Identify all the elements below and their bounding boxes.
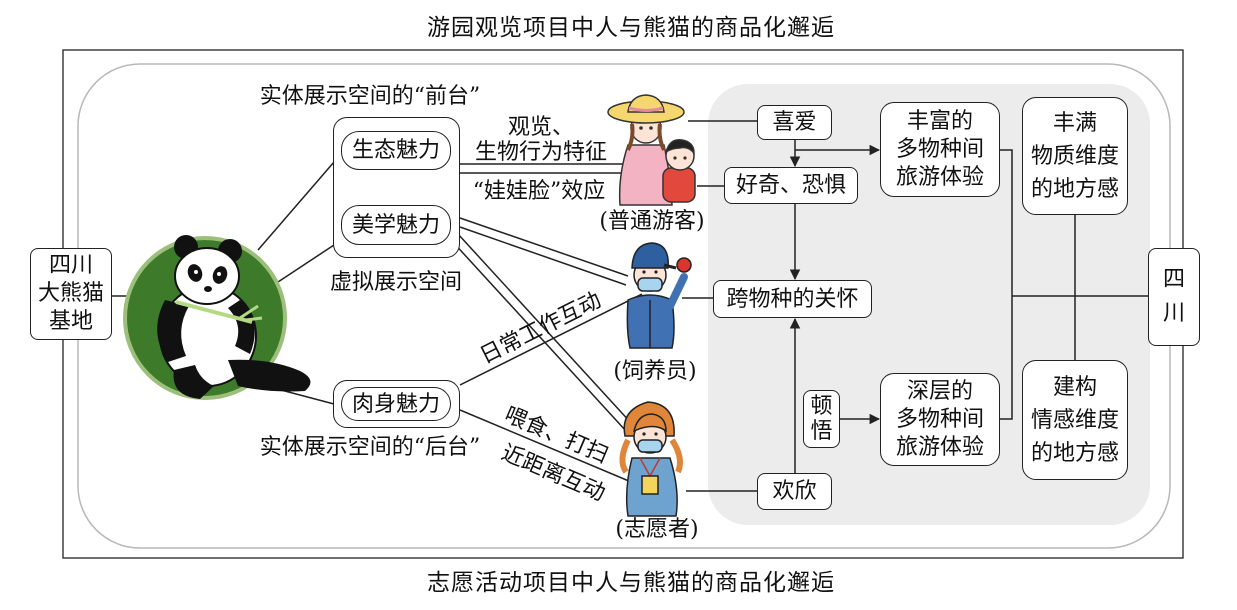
connector-aesthetic-volunteer-1 (457, 233, 633, 425)
emotional-place-line-2: 情感维度 (1030, 407, 1119, 433)
deep-experience-line-2: 多物种间 (895, 406, 984, 432)
connector-aesthetic-keeper-2 (459, 226, 627, 286)
material-place-line-3: 的地方感 (1030, 176, 1119, 202)
curious-fear-label: 好奇、恐惧 (735, 173, 846, 198)
aesthetic-charm-box: 美学魅力 (341, 205, 451, 245)
volunteer-label: (志愿者) (615, 517, 699, 542)
joy-box: 欢欣 (757, 473, 832, 510)
panda-illustration (123, 235, 311, 400)
edge-label-behavior: 生物行为特征 (474, 140, 608, 165)
visitor-label: (普通游客) (599, 209, 705, 234)
connector-aesthetic-volunteer-2 (451, 240, 627, 432)
connector-body-keeper (459, 293, 643, 386)
body-charm-box: 肉身魅力 (341, 387, 451, 421)
connector-body-volunteer (459, 409, 637, 485)
emotional-place-line-1: 建构 (1052, 374, 1097, 400)
cross-species-care-box: 跨物种的关怀 (713, 280, 872, 318)
deep-experience-line-1: 深层的 (906, 378, 973, 404)
rich-experience-line-3: 旅游体验 (895, 164, 984, 190)
panda-base-box: 四川 大熊猫 基地 (30, 248, 112, 340)
deep-experience-box: 深层的 多物种间 旅游体验 (880, 373, 1000, 466)
panda-base-line-1: 四川 (48, 253, 93, 278)
eco-charm-label: 生态魅力 (351, 138, 440, 163)
front-stage-label: 实体展示空间的“前台” (259, 84, 481, 109)
joy-label: 欢欣 (772, 479, 817, 504)
panda-base-line-2: 大熊猫 (37, 281, 104, 306)
volunteer-illustration (619, 401, 683, 517)
keeper-illustration (626, 242, 692, 349)
panda-base-line-3: 基地 (48, 309, 93, 334)
cross-species-care-label: 跨物种的关怀 (726, 286, 859, 312)
epiphany-line-2: 悟 (810, 419, 833, 444)
connector-panda-aesthetic (277, 244, 335, 283)
bottom-title: 志愿活动项目中人与熊猫的商品化邂逅 (427, 570, 835, 596)
body-charm-label: 肉身魅力 (351, 391, 440, 417)
aesthetic-charm-label: 美学魅力 (351, 212, 440, 238)
top-title: 游园观览项目中人与熊猫的商品化邂逅 (427, 15, 835, 41)
material-place-line-1: 丰满 (1052, 110, 1097, 136)
sichuan-box: 四 川 (1148, 248, 1200, 346)
sichuan-line-2: 川 (1162, 301, 1185, 326)
rich-experience-box: 丰富的 多物种间 旅游体验 (880, 102, 1000, 197)
keeper-label: (饲养员) (613, 359, 697, 384)
love-box: 喜爱 (757, 105, 832, 140)
material-place-sense-box: 丰满 物质维度 的地方感 (1022, 97, 1128, 215)
curious-fear-box: 好奇、恐惧 (724, 167, 858, 204)
visitor-illustration (607, 94, 696, 206)
epiphany-box: 顿 悟 (803, 390, 840, 448)
rich-experience-line-2: 多物种间 (895, 136, 984, 162)
back-stage-label: 实体展示空间的“后台” (259, 435, 481, 460)
love-label: 喜爱 (772, 110, 817, 135)
sichuan-line-1: 四 (1162, 267, 1185, 292)
edge-label-view: 观览、 (507, 115, 575, 140)
emotional-place-sense-box: 建构 情感维度 的地方感 (1022, 360, 1128, 480)
rich-experience-line-1: 丰富的 (906, 108, 973, 134)
emotional-place-line-3: 的地方感 (1030, 440, 1119, 466)
edge-label-babyface: “娃娃脸”效应 (472, 179, 606, 204)
deep-experience-line-3: 旅游体验 (895, 434, 984, 460)
eco-charm-box: 生态魅力 (341, 131, 451, 170)
virtual-space-label: 虚拟展示空间 (329, 270, 463, 295)
connector-panda-eco (257, 161, 335, 251)
epiphany-line-1: 顿 (810, 394, 833, 419)
material-place-line-2: 物质维度 (1030, 143, 1119, 169)
connector-experiences-merge (1000, 149, 1013, 420)
connector-aesthetic-keeper-1 (459, 217, 629, 277)
